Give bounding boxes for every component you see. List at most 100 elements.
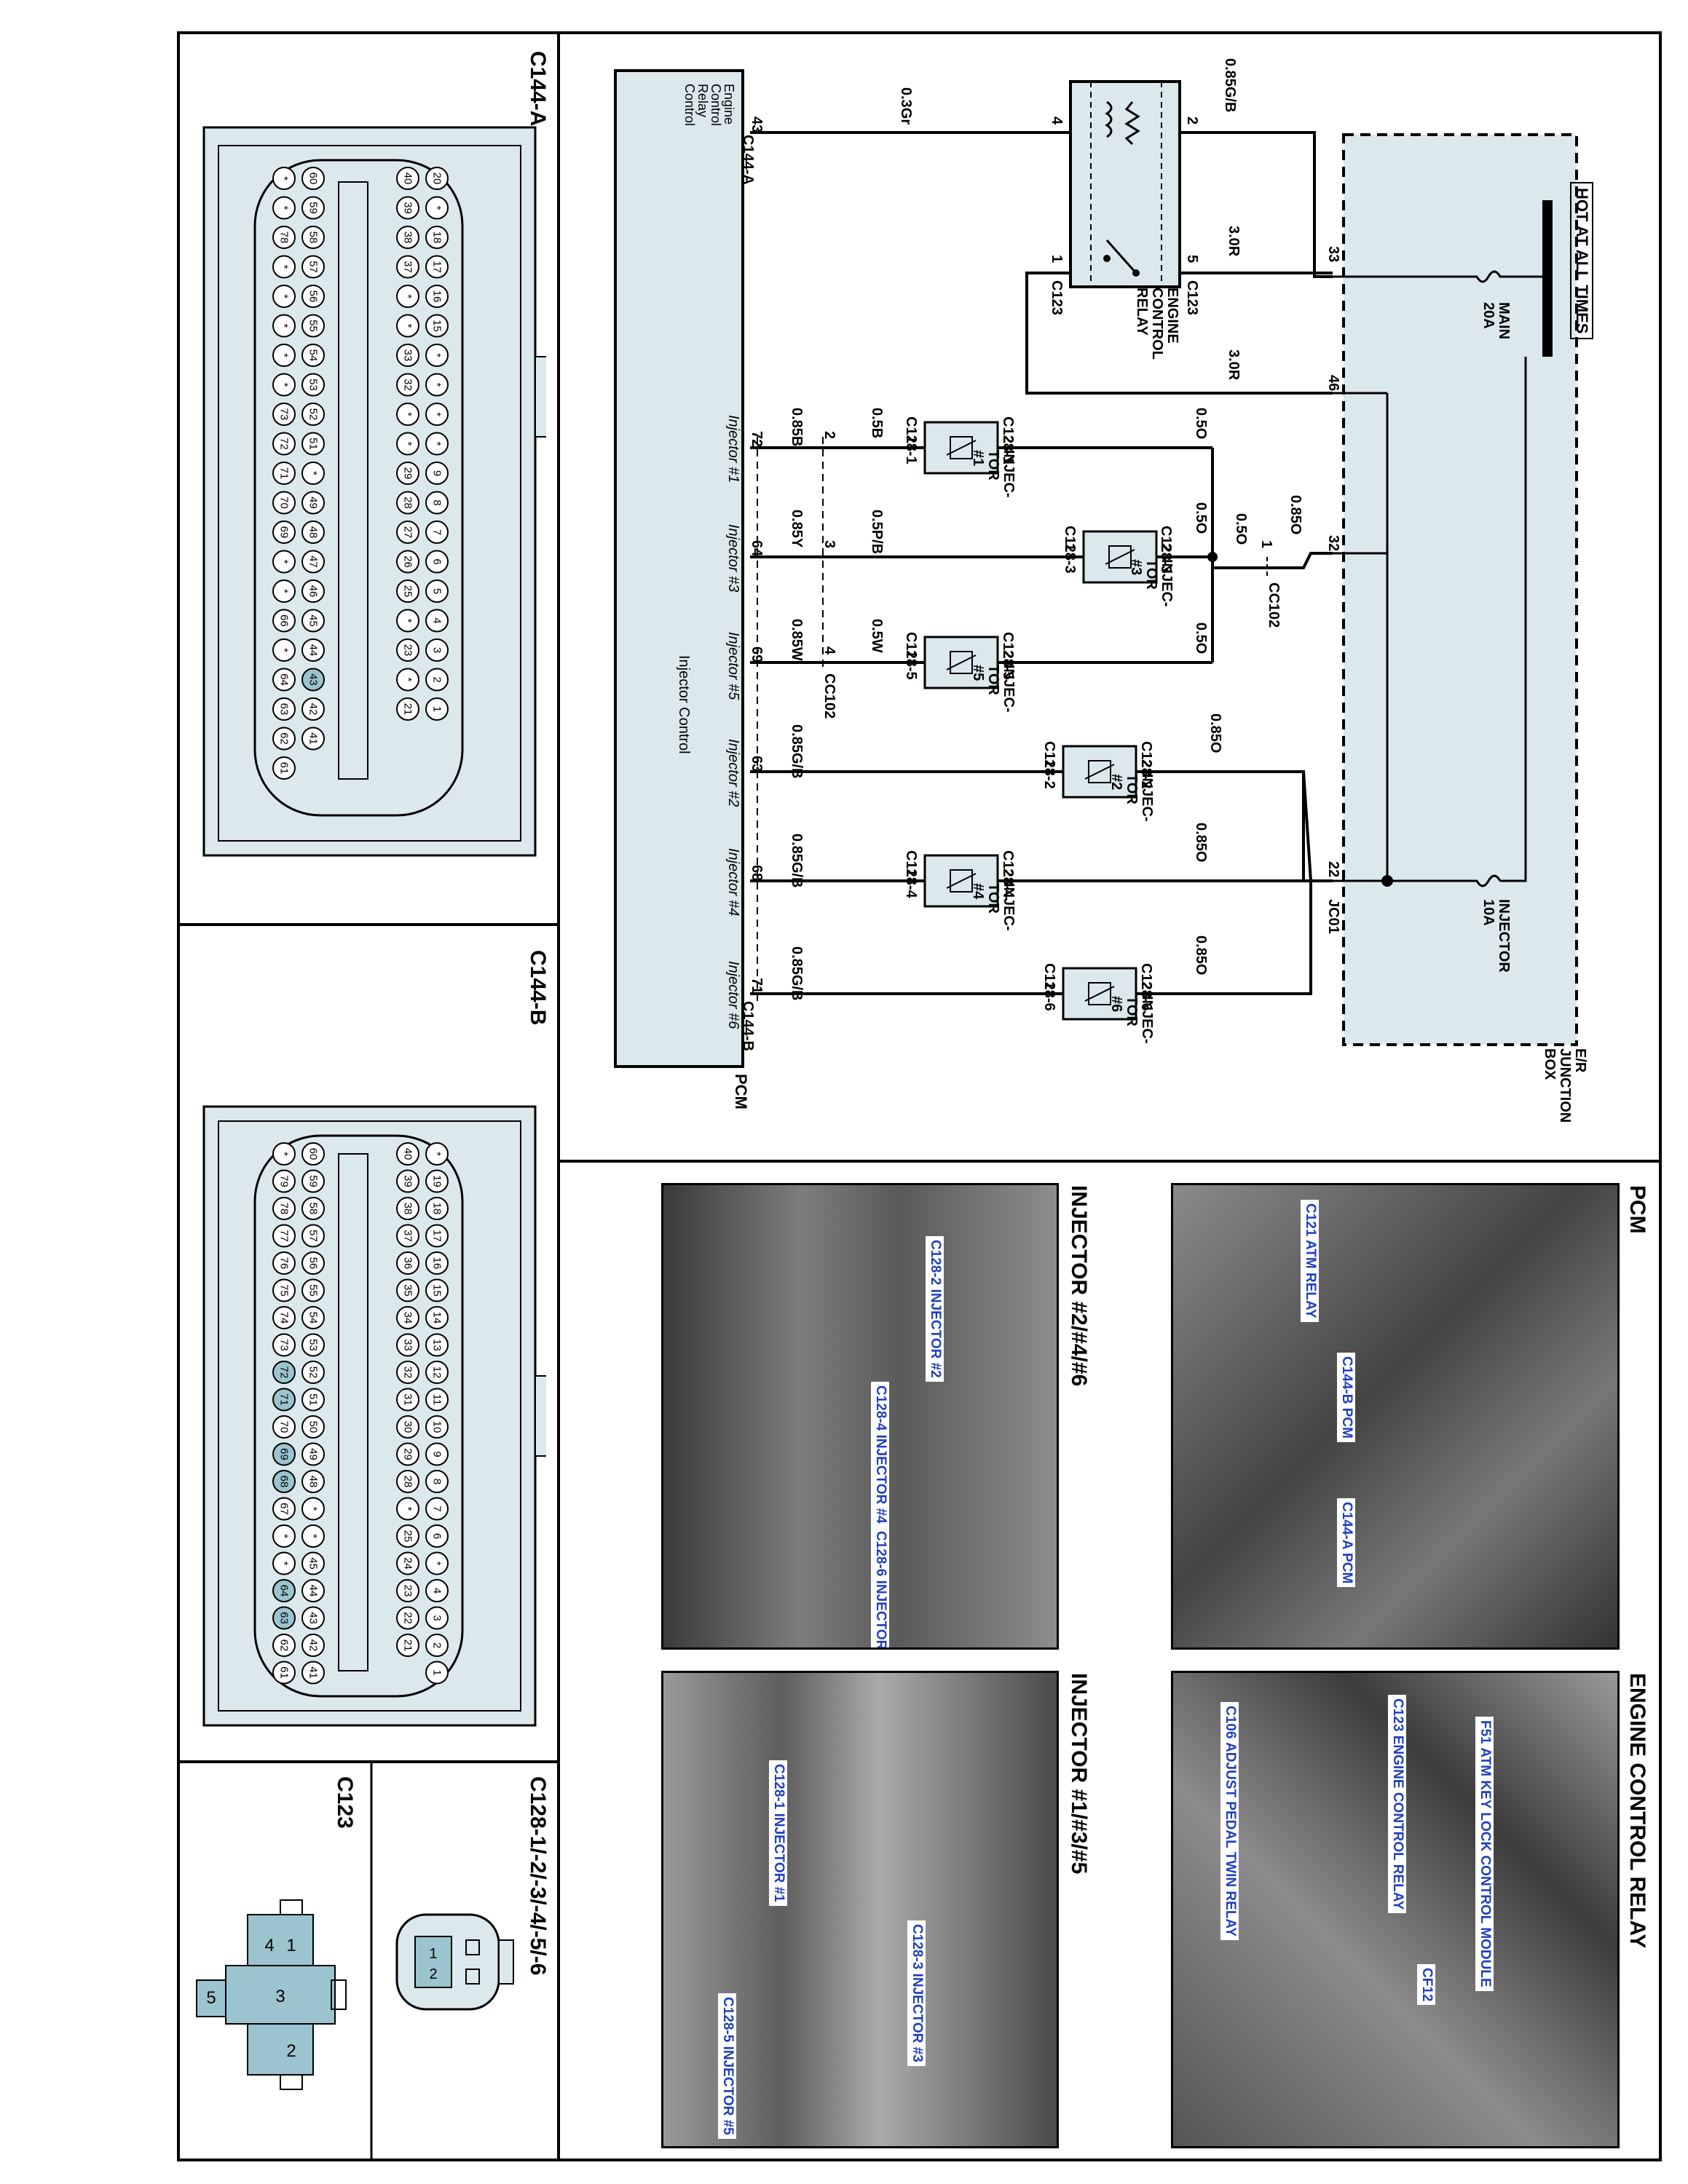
pin-circle bbox=[272, 255, 296, 279]
pin-number: 26 bbox=[402, 555, 414, 568]
pin-number: 16 bbox=[431, 290, 443, 303]
pin-number: * bbox=[307, 471, 320, 475]
jb-pin-33: 33 bbox=[1325, 246, 1341, 263]
pin-circle bbox=[425, 1470, 449, 1493]
pin-number: 16 bbox=[431, 1257, 443, 1270]
pin-number: 24 bbox=[402, 1557, 414, 1570]
injector-2-pin-b: 1 bbox=[1041, 759, 1057, 768]
pin-number: 68 bbox=[278, 1476, 291, 1488]
inj135-photo-title: INJECTOR #1/#3/#5 bbox=[1067, 1673, 1091, 1875]
pin-number: 19 bbox=[431, 1175, 443, 1187]
injector-1-symbol bbox=[923, 421, 999, 475]
wire-085o-4: 0.85O bbox=[1193, 823, 1209, 863]
pin-circle bbox=[425, 226, 449, 249]
injector-1-pcm-pin: 72 bbox=[749, 431, 765, 448]
callout-f51: F51 ATM KEY LOCK CONTROL MODULE bbox=[1475, 1717, 1494, 1991]
wire-05o-3a: 0.5O bbox=[1193, 502, 1209, 534]
pin-circle bbox=[425, 285, 449, 308]
injector-4-pin-a: 2 bbox=[1000, 869, 1016, 877]
pin-circle bbox=[301, 579, 325, 603]
pin-circle bbox=[301, 314, 325, 338]
pin-number: 39 bbox=[402, 202, 414, 214]
pin-number: 41 bbox=[307, 1666, 320, 1679]
pin-number: 39 bbox=[402, 1175, 414, 1187]
wire-05pb: 0.5P/B bbox=[869, 510, 885, 555]
injector-5-pin-a: 2 bbox=[1000, 650, 1016, 659]
pin-circle bbox=[425, 432, 449, 456]
pin-number: * bbox=[278, 324, 291, 328]
pin-circle bbox=[425, 1579, 449, 1602]
pin-number: * bbox=[278, 353, 291, 357]
pin-number: 15 bbox=[431, 320, 443, 332]
pin-number: 18 bbox=[431, 1203, 443, 1215]
pin-circle bbox=[272, 1388, 296, 1412]
pin-number: * bbox=[307, 1507, 320, 1511]
pin-number: * bbox=[278, 206, 291, 210]
pin-circle bbox=[272, 1551, 296, 1575]
pin-circle bbox=[301, 491, 325, 515]
pin-circle bbox=[272, 1361, 296, 1384]
c144a-pins: 20*18171615****98765432140393837**3332**… bbox=[272, 167, 449, 780]
injector-6-pcm-pin: 71 bbox=[749, 978, 765, 994]
wire-05w: 0.5W bbox=[869, 619, 885, 653]
pin-number: 21 bbox=[402, 703, 414, 716]
injector-fuse-symbol bbox=[1333, 874, 1502, 887]
jb-pin-46: 46 bbox=[1325, 375, 1341, 392]
pin-circle bbox=[301, 697, 325, 721]
pin-circle bbox=[301, 344, 325, 367]
cc102-pin-4: 4 bbox=[821, 646, 837, 655]
pin-number: 54 bbox=[307, 1312, 320, 1324]
pin-number: 61 bbox=[278, 762, 291, 775]
pin-circle bbox=[272, 373, 296, 397]
relay-pin-2: 2 bbox=[1184, 116, 1200, 125]
pin-circle bbox=[301, 1606, 325, 1630]
pin-circle bbox=[301, 462, 325, 485]
pin-circle bbox=[272, 1470, 296, 1493]
pin-number: * bbox=[278, 265, 291, 269]
callout-c106: C106 ADJUST PEDAL TWIN RELAY bbox=[1220, 1702, 1239, 1941]
pin-circle bbox=[272, 344, 296, 367]
pin-circle bbox=[301, 1442, 325, 1466]
pin-circle bbox=[301, 1579, 325, 1602]
pin-number: 11 bbox=[431, 1394, 443, 1406]
injector-5-pin-b: 1 bbox=[903, 650, 919, 659]
relay-pin-1: 1 bbox=[1049, 255, 1065, 264]
pin-number: 76 bbox=[278, 1257, 291, 1270]
pin-circle bbox=[272, 638, 296, 662]
pin-circle bbox=[425, 255, 449, 279]
pin-number: 40 bbox=[402, 173, 414, 185]
c144b-pins: *191817161514131211109876*43214039383736… bbox=[272, 1142, 449, 1685]
injector-5-symbol bbox=[923, 636, 999, 689]
pin-circle bbox=[301, 1470, 325, 1493]
injector-2-pin-a: 2 bbox=[1138, 759, 1154, 768]
pin-number: 6 bbox=[431, 558, 443, 564]
pin-circle bbox=[425, 579, 449, 603]
pin-number: 22 bbox=[402, 1612, 414, 1624]
injector-2-pcm-label: Injector #2 bbox=[725, 739, 741, 807]
pin-circle bbox=[272, 727, 296, 751]
pin-circle bbox=[301, 638, 325, 662]
pin-circle bbox=[396, 638, 419, 662]
callout-c123: C123 ENGINE CONTROL RELAY bbox=[1388, 1695, 1406, 1914]
pin-circle bbox=[301, 285, 325, 308]
pin-number: 58 bbox=[307, 1203, 320, 1215]
pin-circle bbox=[425, 1169, 449, 1193]
wire-05o-3b: 0.5O bbox=[1233, 513, 1249, 545]
pin-circle bbox=[396, 1361, 419, 1384]
pin-circle bbox=[396, 1388, 419, 1412]
pin-number: 32 bbox=[402, 1366, 414, 1379]
pin-number: 66 bbox=[278, 614, 291, 627]
injector-3-symbol bbox=[1082, 530, 1158, 584]
pin-number: 28 bbox=[402, 496, 414, 509]
pin-circle bbox=[396, 344, 419, 367]
pin-number: 37 bbox=[402, 1230, 414, 1242]
pin-number: * bbox=[402, 619, 414, 623]
pin-circle bbox=[301, 550, 325, 574]
wire-085w: 0.85W bbox=[789, 619, 805, 661]
pin-number: 70 bbox=[278, 1421, 291, 1433]
ecr-photo: F51 ATM KEY LOCK CONTROL MODULE C123 ENG… bbox=[1171, 1671, 1620, 2148]
